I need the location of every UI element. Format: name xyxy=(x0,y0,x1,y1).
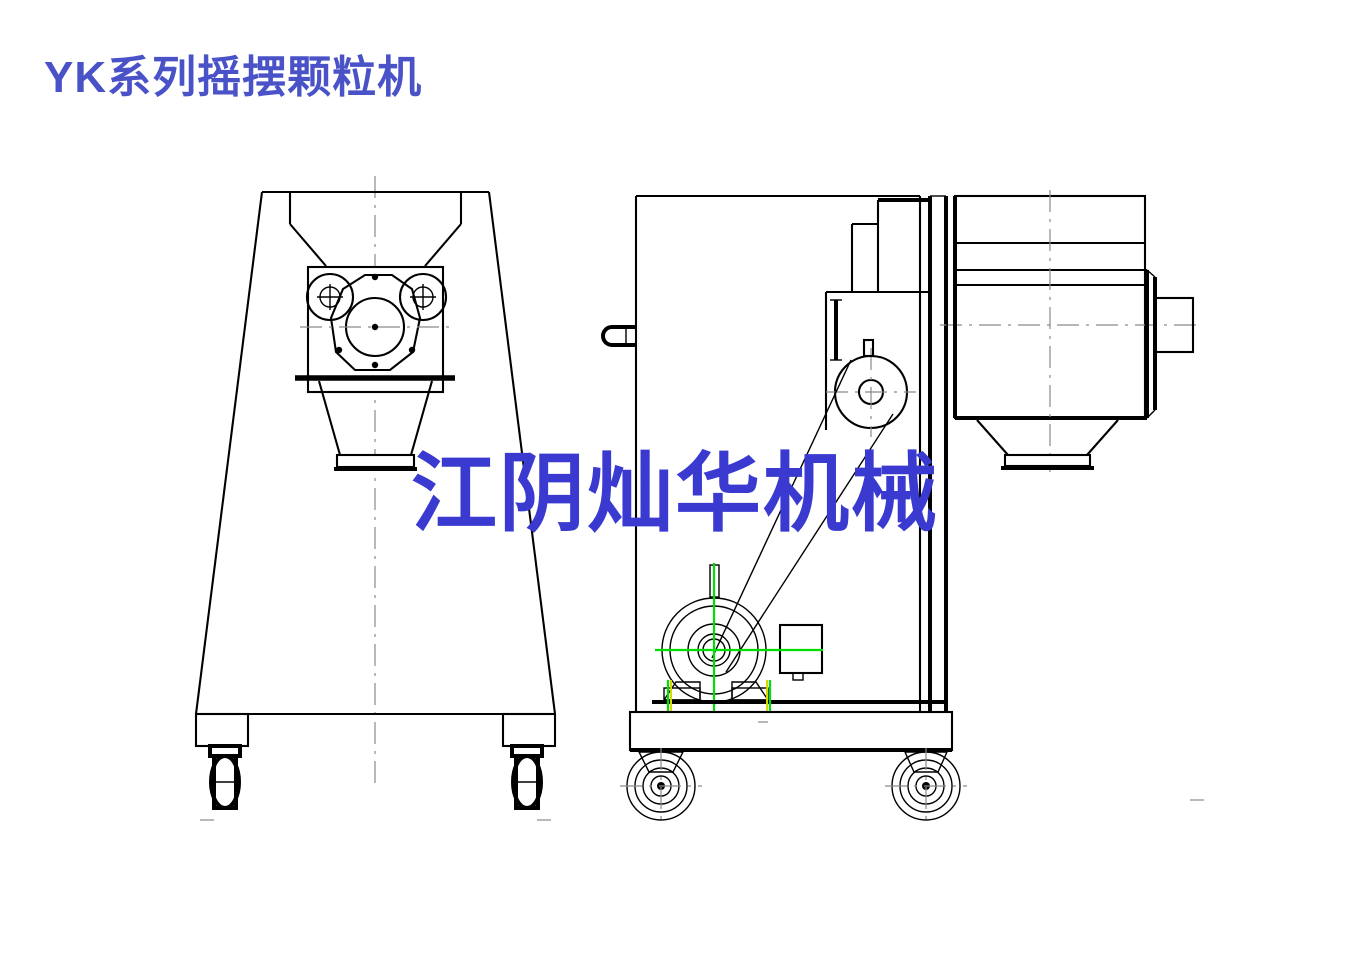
side-view xyxy=(601,190,1204,824)
right-bearing-circle xyxy=(398,272,448,322)
top-feed-hopper xyxy=(288,193,463,267)
mount-bolt-dots xyxy=(335,273,416,369)
outer-frame-trapezoid xyxy=(194,190,557,715)
motor-mount-plate xyxy=(652,680,946,712)
drum-shaft-stub xyxy=(1153,296,1195,354)
motor-centerlines xyxy=(655,563,823,712)
side-handle xyxy=(601,325,636,347)
side-discharge-cone xyxy=(976,419,1119,470)
front-left-caster xyxy=(208,744,242,810)
side-rear-caster xyxy=(885,748,967,824)
belt-tensioner-bracket xyxy=(862,338,875,358)
front-right-caster xyxy=(510,744,544,810)
company-watermark: 江阴灿华机械 xyxy=(411,446,939,542)
granulating-drum xyxy=(940,190,1200,472)
gearbox-column xyxy=(928,195,948,712)
front-base-rail xyxy=(194,712,557,748)
side-front-caster xyxy=(620,748,702,824)
left-bearing-circle xyxy=(305,272,355,322)
side-base-frame xyxy=(628,710,954,752)
front-view xyxy=(194,176,557,821)
machine-head-profile xyxy=(824,198,930,430)
drum-left-wall xyxy=(946,196,957,418)
front-discharge-cone xyxy=(317,380,434,456)
drive-belt xyxy=(711,359,894,673)
front-discharge-flange xyxy=(334,453,417,471)
page-title: YK系列摇摆颗粒机 xyxy=(44,53,423,102)
drum-end-plate xyxy=(1145,269,1157,419)
upper-belt-pulley xyxy=(826,348,916,437)
